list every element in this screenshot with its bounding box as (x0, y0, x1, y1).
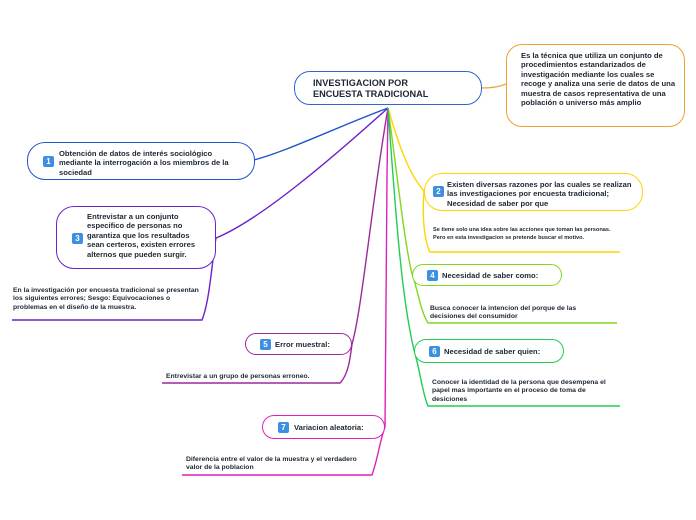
central-topic[interactable]: INVESTIGACION POR ENCUESTA TRADICIONAL (294, 71, 482, 105)
branch-4-text: Necesidad de saber como: (442, 271, 539, 280)
branch-7-node[interactable]: 7 Variacion aleatoria: (262, 415, 385, 439)
central-topic-line-1: INVESTIGACION POR (313, 78, 408, 88)
connector-definition (481, 83, 507, 89)
connector-branch-6 (387, 107, 415, 351)
branch-6-text: Necesidad de saber quien: (444, 347, 541, 356)
number-2-icon: 2 (433, 186, 444, 197)
number-5-icon: 5 (260, 339, 271, 350)
branch-5-detail: Entrevistar a un grupo de personas erron… (166, 373, 310, 380)
connector-branch-3 (215, 107, 389, 239)
branch-1-node[interactable]: 1 Obtención de datos de interés sociológ… (27, 142, 255, 180)
connector-branch-5 (351, 107, 389, 345)
underline-branch-2-detail (422, 190, 620, 253)
number-4-icon: 4 (427, 270, 438, 281)
definition-text: Es la técnica que utiliza un conjunto de… (521, 51, 676, 108)
number-1-icon: 1 (43, 156, 54, 167)
branch-4-node[interactable]: 4 Necesidad de saber como: (412, 264, 562, 286)
branch-1-text: Obtención de datos de interés sociológic… (59, 149, 229, 177)
definition-node[interactable]: Es la técnica que utiliza un conjunto de… (506, 44, 685, 127)
connector-branch-2 (387, 107, 425, 192)
branch-6-detail: Conocer la identidad de la persona que d… (432, 379, 606, 403)
branch-7-text: Variacion aleatoria: (294, 423, 364, 432)
number-3-icon: 3 (72, 233, 83, 244)
connector-branch-7 (384, 107, 389, 428)
branch-3-text: Entrevistar a un conjunto especifico de … (87, 212, 196, 259)
central-topic-line-2: ENCUESTA TRADICIONAL (313, 89, 429, 99)
connector-branch-1 (253, 107, 389, 161)
branch-2-detail: Se tiene solo una idea sobre las accione… (433, 227, 611, 241)
branch-6-node[interactable]: 6 Necesidad de saber quien: (414, 339, 564, 363)
branch-5-text: Error muestral: (275, 340, 330, 349)
branch-3-node[interactable]: 3 Entrevistar a un conjunto especifico d… (56, 206, 216, 269)
branch-5-node[interactable]: 5 Error muestral: (245, 333, 352, 355)
branch-2-node[interactable]: 2 Existen diversas razones por las cuale… (424, 173, 643, 211)
branch-7-detail: Diferencia entre el valor de la muestra … (186, 456, 357, 472)
number-6-icon: 6 (429, 346, 440, 357)
connector-branch-4 (387, 107, 413, 275)
number-7-icon: 7 (278, 422, 289, 433)
underline-branch-5-detail (162, 343, 353, 384)
branch-2-text: Existen diversas razones por las cuales … (447, 180, 632, 208)
branch-3-detail: En la investigación por encuesta tradici… (13, 287, 199, 311)
branch-4-detail: Busca conocer la intencion del porque de… (430, 305, 577, 321)
